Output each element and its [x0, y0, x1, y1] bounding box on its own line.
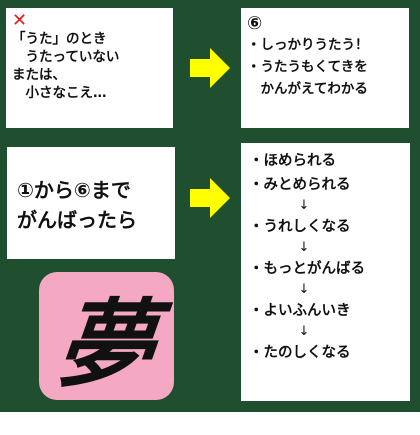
cross-icon: ✕ — [12, 10, 28, 31]
solution-line: かんがえてわかる — [247, 81, 368, 97]
dream-kanji-card: 夢 — [39, 272, 174, 401]
problem-line: 小さなこえ… — [12, 85, 107, 101]
problem-line: 「うた」のとき — [12, 31, 107, 47]
right-arrow-icon — [190, 178, 230, 218]
solution-line: ・しっかりうたう！ — [247, 37, 369, 53]
down-arrow-icon: ↓ — [298, 198, 310, 213]
result-item: ・たのしくなる — [249, 345, 351, 361]
solution-card: ⑥ ・しっかりうたう！ ・うたうもくてきを かんがえてわかる — [241, 8, 409, 128]
step-number: ⑥ — [247, 13, 263, 34]
condition-card: ①から⑥まで がんばったら — [7, 147, 175, 259]
problem-line: うたっていない — [12, 49, 120, 65]
problem-card: ✕ 「うた」のとき うたっていない または、 小さなこえ… — [6, 8, 173, 128]
problem-line: または、 — [12, 67, 66, 83]
down-arrow-icon: ↓ — [298, 240, 310, 255]
right-arrow-icon — [190, 48, 230, 88]
down-arrow-icon: ↓ — [298, 282, 310, 297]
result-item: ・もっとがんばる — [249, 261, 365, 277]
result-item: ・うれしくなる — [249, 219, 351, 235]
condition-line: ①から⑥まで — [17, 178, 131, 202]
dream-kanji: 夢 — [51, 287, 160, 401]
condition-line: がんばったら — [17, 208, 137, 232]
solution-line: ・うたうもくてきを — [247, 59, 368, 75]
down-arrow-icon: ↓ — [298, 324, 310, 339]
result-item: ・よいふんいき — [249, 303, 351, 319]
result-item: ・みとめられる — [249, 177, 351, 193]
result-item: ・ほめられる — [249, 153, 336, 169]
result-list-card: ・ほめられる ・みとめられる ↓ ・うれしくなる ↓ ・もっとがんばる ↓ ・よ… — [241, 143, 410, 401]
